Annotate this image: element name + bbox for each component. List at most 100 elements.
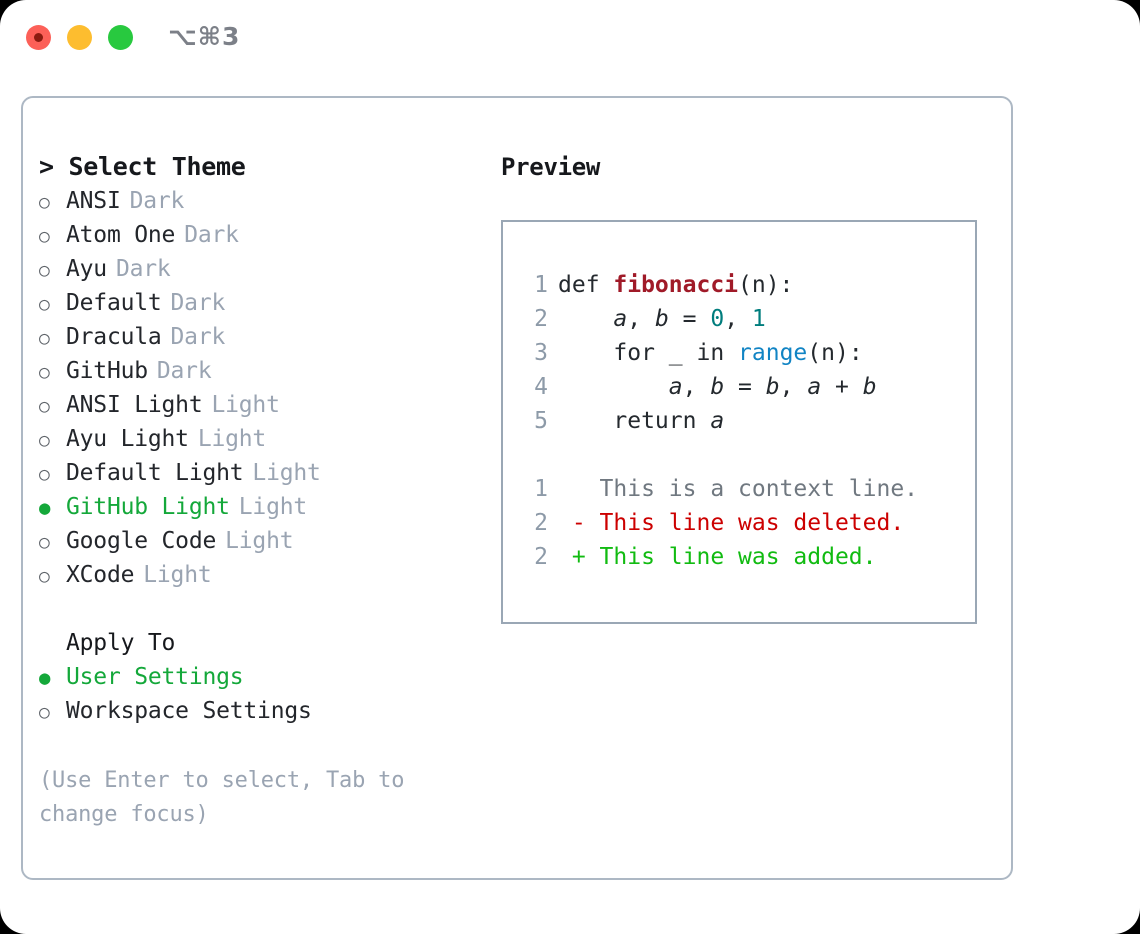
radio-unselected-icon[interactable]: ○ <box>39 464 50 485</box>
diff-text: This line was deleted. <box>599 510 905 536</box>
code-line-number: 5 <box>534 408 548 434</box>
diff-text: This line was added. <box>599 544 877 570</box>
code-token: 1 <box>751 306 766 332</box>
apply-to-list[interactable]: ● User Settings ○ Workspace Settings <box>39 660 469 728</box>
close-window-button[interactable] <box>26 25 51 50</box>
theme-name: Dracula <box>66 324 162 350</box>
traffic-light-controls <box>26 25 133 50</box>
diff-line-added: 2 + This line was added. <box>522 540 918 574</box>
code-token: in <box>682 340 739 366</box>
code-line: 3 for _ in range(n): <box>522 336 918 370</box>
title-bar: ⌥⌘3 <box>0 0 1140 78</box>
radio-selected-icon[interactable]: ● <box>39 497 51 519</box>
code-line-number: 2 <box>534 306 548 332</box>
theme-name: Ayu Light <box>66 426 189 452</box>
keyboard-hint: (Use Enter to select, Tab to change focu… <box>39 768 405 827</box>
radio-unselected-icon[interactable]: ○ <box>39 362 50 383</box>
radio-unselected-icon[interactable]: ○ <box>39 260 50 281</box>
radio-unselected-icon[interactable]: ○ <box>39 328 50 349</box>
radio-unselected-icon[interactable]: ○ <box>39 396 50 417</box>
radio-unselected-icon[interactable]: ○ <box>39 226 50 247</box>
apply-to-option[interactable]: ○ Workspace Settings <box>39 694 469 728</box>
diff-line-number: 2 <box>534 510 548 536</box>
theme-list-item[interactable]: ○ Ayu Light Light <box>39 422 469 456</box>
code-line: 5 return a <box>522 404 918 438</box>
apply-to-label: Workspace Settings <box>66 698 312 724</box>
theme-variant-badge: Light <box>225 528 294 554</box>
apply-to-label: User Settings <box>66 664 244 690</box>
code-token <box>558 306 613 332</box>
prompt-caret: > <box>39 152 69 181</box>
code-token: a <box>613 306 628 332</box>
code-token: , <box>682 374 711 400</box>
theme-name: ANSI Light <box>66 392 203 418</box>
diff-line-deleted: 2 - This line was deleted. <box>522 506 918 540</box>
code-token: , <box>779 374 808 400</box>
code-token: 0 <box>710 306 725 332</box>
theme-list-item[interactable]: ○ XCode Light <box>39 558 469 592</box>
radio-unselected-icon[interactable]: ○ <box>39 566 50 587</box>
preview-title: Preview <box>501 153 601 181</box>
theme-name: GitHub Light <box>66 494 230 520</box>
theme-variant-badge: Light <box>197 426 267 452</box>
code-token: b <box>862 374 877 400</box>
maximize-window-button[interactable] <box>108 25 133 50</box>
code-token: = <box>724 374 766 400</box>
code-line: 4 a, b = b, a + b <box>522 370 918 404</box>
diff-text: This is a context line. <box>599 476 919 502</box>
diff-line-context: 1 This is a context line. <box>522 472 918 506</box>
theme-variant-badge: Dark <box>156 358 212 384</box>
theme-variant-badge: Light <box>238 494 308 520</box>
apply-to-title: Apply To <box>66 630 176 656</box>
theme-list-item[interactable]: ● GitHub Light Light <box>39 490 469 524</box>
code-token: + <box>821 374 863 400</box>
radio-unselected-icon[interactable]: ○ <box>39 294 50 315</box>
code-token: (n): <box>738 272 794 298</box>
code-token: b <box>654 306 669 332</box>
diff-line-number: 2 <box>534 544 548 570</box>
code-token: a <box>668 374 683 400</box>
code-token: return <box>558 408 711 434</box>
code-line-number: 3 <box>534 340 548 366</box>
theme-name: Ayu <box>66 256 107 282</box>
radio-unselected-icon[interactable]: ○ <box>39 702 50 723</box>
code-token: b <box>710 374 725 400</box>
radio-unselected-icon[interactable]: ○ <box>39 430 50 451</box>
apply-to-option[interactable]: ● User Settings <box>39 660 469 694</box>
diff-line-number: 1 <box>534 476 548 502</box>
code-line-number: 4 <box>534 374 548 400</box>
theme-variant-badge: Light <box>252 460 321 486</box>
theme-name: XCode <box>66 562 135 588</box>
page-title-text: Select Theme <box>68 152 246 181</box>
diff-marker <box>558 476 600 502</box>
radio-unselected-icon[interactable]: ○ <box>39 532 50 553</box>
code-token <box>558 374 669 400</box>
code-line: 2 a, b = 0, 1 <box>522 302 918 336</box>
radio-unselected-icon[interactable]: ○ <box>39 192 50 213</box>
code-line-number: 1 <box>534 272 548 298</box>
radio-selected-icon[interactable]: ● <box>39 667 51 689</box>
code-token: for <box>558 340 669 366</box>
code-token: = <box>668 306 711 332</box>
minimize-window-button[interactable] <box>67 25 92 50</box>
code-token: range <box>738 340 808 366</box>
diff-marker: + <box>558 544 600 570</box>
diff-marker: - <box>558 510 600 536</box>
theme-variant-badge: Dark <box>129 188 185 214</box>
theme-variant-badge: Light <box>143 562 212 588</box>
